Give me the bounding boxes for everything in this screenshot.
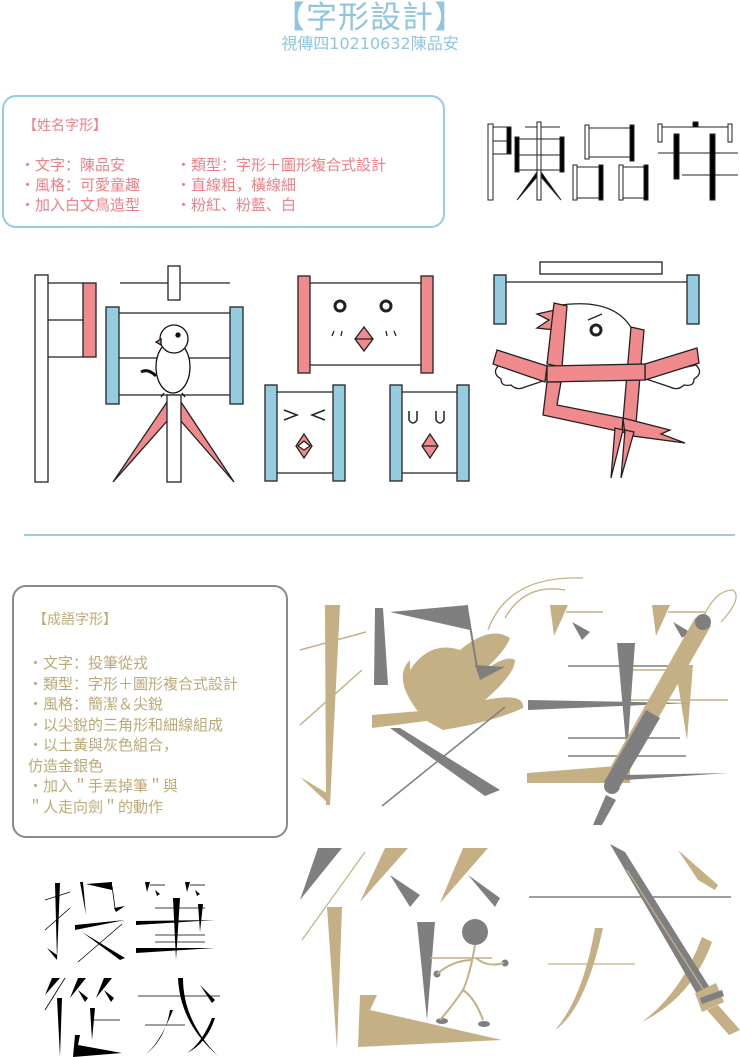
list-item: ・類型：字形＋圖形複合式設計 — [176, 156, 387, 174]
list-item: ・風格：簡潔＆尖銳 — [28, 695, 164, 713]
list-item: ・類型：字形＋圖形複合式設計 — [28, 674, 239, 693]
list-item: ・直線粗，橫線細 — [176, 176, 297, 194]
name-glyph-heading: 【姓名字形】 — [23, 118, 107, 134]
name-glyph-right-list: ・類型：字形＋圖形複合式設計 ・直線粗，橫線細 ・粉紅、粉藍、白 — [176, 155, 386, 215]
idiom-glyph-list: ・文字：投筆從戎 ・類型：字形＋圖形複合式設計 ・風格：簡潔＆尖銳 ・以尖銳的三… — [28, 653, 238, 817]
glyph-tou-bi — [299, 577, 737, 825]
list-item: ＂人走向劍＂的動作 — [28, 797, 164, 816]
list-item: ・文字：陳品安 — [20, 156, 126, 174]
list-item: ・文字：投筆從戎 — [28, 654, 149, 672]
idiom-glyph-heading: 【成語字形】 — [33, 612, 117, 628]
glyph-pin — [264, 275, 470, 482]
sword-icon — [610, 844, 740, 1035]
list-item: ・風格：可愛童趣 — [20, 176, 141, 194]
glyph-an — [492, 261, 701, 479]
brush-icon — [593, 614, 711, 825]
list-item: ・以土黃與灰色組合， — [28, 736, 179, 754]
idiom-glyph-info-box: 【成語字形】 ・文字：投筆從戎 ・類型：字形＋圖形複合式設計 ・風格：簡潔＆尖銳… — [12, 585, 288, 838]
section-divider — [24, 534, 735, 536]
sparrow-icon — [140, 324, 191, 398]
glyph-preview-black — [44, 882, 220, 1057]
list-item: ・以尖銳的三角形和細線組成 — [28, 715, 224, 734]
list-item: ・加入白文鳥造型 — [20, 196, 141, 214]
list-item: ・加入＂手丟掉筆＂與 — [28, 777, 179, 795]
glyph-cong-rong — [300, 844, 740, 1050]
name-glyph-preview-bw — [487, 121, 738, 201]
list-item: ・粉紅、粉藍、白 — [176, 196, 297, 214]
page-subtitle: 視傳四10210632陳品安 — [281, 34, 459, 53]
glyph-chen — [34, 265, 244, 483]
name-glyph-info-box: 【姓名字形】 ・文字：陳品安 ・風格：可愛童趣 ・加入白文鳥造型 ・類型：字形＋… — [2, 95, 445, 228]
name-glyph-left-list: ・文字：陳品安 ・風格：可愛童趣 ・加入白文鳥造型 — [20, 155, 140, 215]
list-item: 仿造金銀色 — [28, 756, 104, 775]
page-title: 【字形設計】 — [274, 0, 466, 36]
